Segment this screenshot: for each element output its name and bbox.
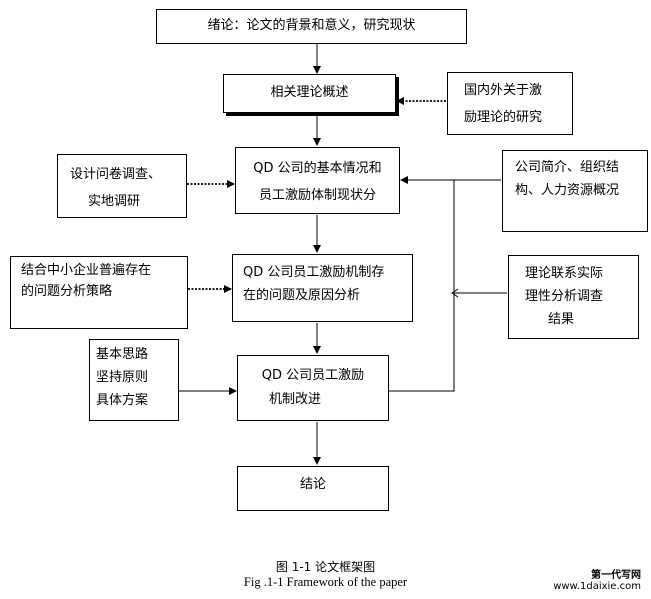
- intro-box: 绪论：论文的背景和意义，研究现状: [156, 9, 467, 44]
- caption-chinese: 图 1-1 论文框架图: [275, 560, 376, 574]
- problems-analysis-line1: QD 公司员工激励机制存: [243, 265, 385, 280]
- feedback-arrowhead: [451, 288, 459, 298]
- company-overview-line1: 公司简介、组织结: [515, 160, 620, 175]
- basic-approach-line1: 基本思路: [96, 347, 149, 362]
- current-status-box: QD 公司的基本情况和 员工激励体制现状分: [235, 147, 400, 214]
- basic-approach-line3: 具体方案: [96, 393, 149, 408]
- sme-strategy-box: 结合中小企业普遍存在 的问题分析策略: [10, 256, 188, 329]
- problems-analysis-box: QD 公司员工激励机制存 在的问题及原因分析: [232, 254, 413, 322]
- practice-box: 理论联系实际 理性分析调查 结果: [508, 255, 639, 339]
- sme-strategy-line2: 的问题分析策略: [21, 284, 113, 299]
- watermark-line2: www.1daixie.com: [553, 581, 641, 592]
- survey-box: 设计问卷调查、 实地调研: [57, 154, 187, 218]
- feedback-line-improve-to-status: [389, 180, 455, 392]
- domestic-research-line1: 国内外关于激: [464, 83, 543, 98]
- practice-line2: 理性分析调查: [525, 289, 604, 304]
- survey-line1: 设计问卷调查、: [70, 167, 162, 182]
- intro-label: 绪论：论文的背景和意义，研究现状: [207, 18, 416, 33]
- practice-line3: 结果: [548, 312, 575, 327]
- theory-overview-box: 相关理论概述: [223, 74, 396, 113]
- sme-strategy-line1: 结合中小企业普遍存在: [21, 263, 152, 278]
- company-overview-line2: 构、人力资源概况: [515, 183, 620, 198]
- company-overview-box: 公司简介、组织结 构、人力资源概况: [502, 150, 648, 232]
- current-status-line2: 员工激励体制现状分: [258, 188, 376, 203]
- mechanism-improvement-line2: 机制改进: [268, 392, 321, 407]
- basic-approach-box: 基本思路 坚持原则 具体方案: [89, 339, 179, 421]
- conclusion-label: 结论: [299, 477, 326, 492]
- problems-analysis-line2: 在的问题及原因分析: [243, 288, 361, 303]
- survey-line2: 实地调研: [88, 194, 141, 209]
- basic-approach-line2: 坚持原则: [96, 370, 149, 385]
- practice-line1: 理论联系实际: [525, 266, 604, 281]
- mechanism-improvement-box: QD 公司员工激励 机制改进: [237, 355, 389, 421]
- conclusion-box: 结论: [237, 466, 389, 511]
- watermark-text: 第一代写网 www.1daixie.com: [553, 566, 641, 592]
- theory-overview-label: 相关理论概述: [270, 85, 349, 100]
- domestic-research-line2: 励理论的研究: [464, 110, 543, 125]
- current-status-line1: QD 公司的基本情况和: [253, 161, 382, 176]
- domestic-research-box: 国内外关于激 励理论的研究: [447, 72, 573, 135]
- caption-english: Fig .1-1 Framework of the paper: [243, 575, 408, 589]
- mechanism-improvement-line1: QD 公司员工激励: [261, 368, 365, 383]
- watermark-line1: 第一代写网: [591, 570, 641, 581]
